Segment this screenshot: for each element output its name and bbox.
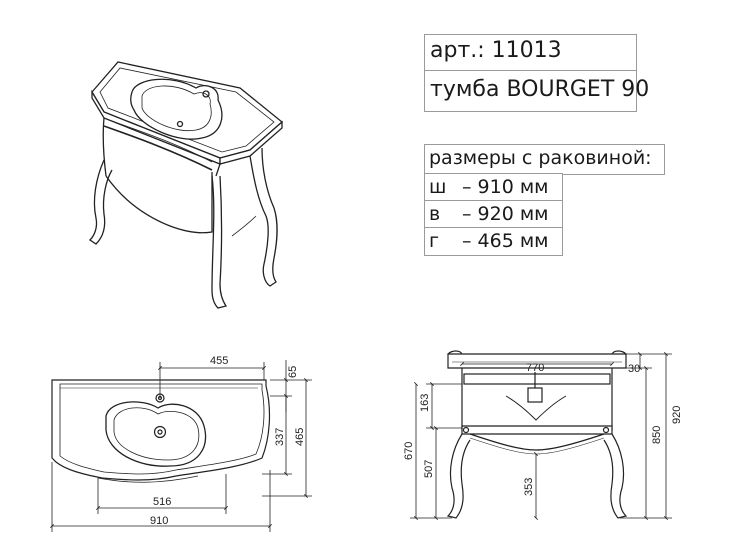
size-value-height: – 920 мм xyxy=(462,203,549,225)
article-number: арт.: 11013 xyxy=(430,38,562,63)
dim-516: 516 xyxy=(153,496,171,508)
sizes-heading: размеры с раковиной: xyxy=(429,147,652,169)
dim-353: 353 xyxy=(523,478,535,496)
size-value-width: – 910 мм xyxy=(462,176,549,198)
dim-507: 507 xyxy=(423,460,435,478)
size-row-depth xyxy=(424,227,563,256)
size-row-height xyxy=(424,200,563,229)
dim-465: 465 xyxy=(294,428,306,446)
dim-920: 920 xyxy=(671,406,683,424)
dim-770: 770 xyxy=(526,362,544,374)
size-key-width: ш xyxy=(429,176,447,198)
dim-337: 337 xyxy=(274,428,286,446)
dim-163: 163 xyxy=(419,394,431,412)
dim-910: 910 xyxy=(150,515,168,527)
size-value-depth: – 465 мм xyxy=(462,230,549,252)
dim-850: 850 xyxy=(651,426,663,444)
dim-670: 670 xyxy=(403,442,415,460)
top-view-dimensions xyxy=(50,360,312,532)
product-name: тумба BOURGET 90 xyxy=(430,77,650,102)
dim-455: 455 xyxy=(210,355,228,367)
article-box xyxy=(424,34,637,73)
sizes-heading-box xyxy=(424,144,665,175)
top-view xyxy=(51,379,271,483)
perspective-view xyxy=(88,61,284,309)
size-key-height: в xyxy=(429,203,441,225)
product-box xyxy=(424,70,637,112)
front-view xyxy=(446,350,628,519)
dim-65: 65 xyxy=(287,366,299,378)
size-key-depth: г xyxy=(429,230,439,252)
dim-30: 30 xyxy=(628,363,640,375)
front-view-dimensions xyxy=(410,352,672,520)
